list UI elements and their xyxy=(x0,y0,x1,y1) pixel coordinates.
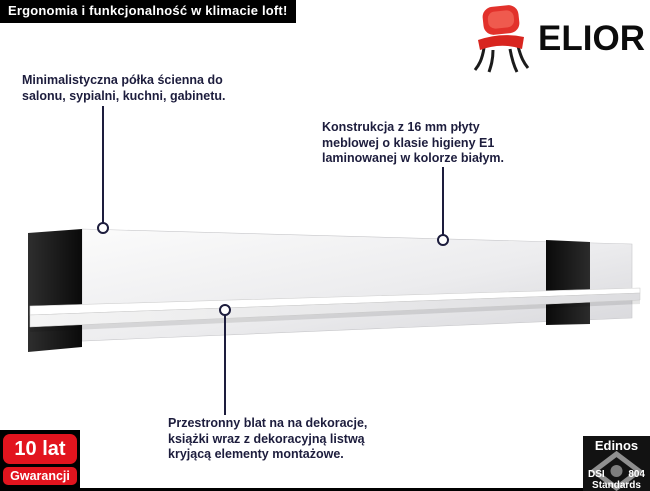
brand-logo: ELIOR xyxy=(472,4,645,74)
callout-dot-3 xyxy=(219,304,231,316)
annotation-line: książki wraz z dekoracyjną listwą xyxy=(168,431,365,446)
annotation-line: laminowanej w kolorze białym. xyxy=(322,151,504,165)
diamond-icon xyxy=(589,451,644,491)
callout-line-3 xyxy=(224,314,226,415)
edinos-number: 804 xyxy=(628,469,645,480)
annotation-line: Konstrukcja z 16 mm płyty xyxy=(322,120,480,134)
callout-dot-2 xyxy=(437,234,449,246)
shelf-left-black-panel xyxy=(28,229,82,352)
annotation-line: Minimalistyczna półka ścienna do xyxy=(22,73,223,87)
annotation-shelf-purpose: Minimalistyczna półka ścienna do salonu,… xyxy=(22,73,226,104)
annotation-line: meblowej o klasie higieny E1 xyxy=(322,135,495,150)
edinos-standards: Standards xyxy=(592,480,641,491)
red-chair-icon xyxy=(472,4,530,74)
edinos-badge: Edinos DSI 804 Standards xyxy=(583,436,650,491)
brand-name: ELIOR xyxy=(538,19,645,58)
annotation-top-surface: Przestronny blat na na dekoracje, książk… xyxy=(168,416,367,463)
top-banner: Ergonomia i funkcjonalność w klimacie lo… xyxy=(0,0,297,23)
annotation-line: salonu, sypialni, kuchni, gabinetu. xyxy=(22,88,226,103)
callout-dot-1 xyxy=(97,222,109,234)
callout-line-2 xyxy=(442,167,444,236)
edinos-dsi: DSI xyxy=(588,469,605,480)
edinos-code-row: DSI 804 xyxy=(583,469,650,480)
annotation-line: Przestronny blat na na dekoracje, xyxy=(168,416,368,430)
annotation-construction: Konstrukcja z 16 mm płyty meblowej o kla… xyxy=(322,120,504,167)
shelf-shadow xyxy=(30,300,640,332)
annotation-line: kryjącą elementy montażowe. xyxy=(168,447,344,461)
warranty-badge: 10 lat Gwarancji xyxy=(0,430,80,491)
shelf-board-front xyxy=(29,292,641,328)
shelf-right-black-panel xyxy=(546,240,590,325)
warranty-label: Gwarancji xyxy=(3,467,77,485)
bottom-divider xyxy=(0,488,650,491)
edinos-emblem: DSI 804 Standards xyxy=(583,451,650,491)
callout-line-1 xyxy=(102,106,104,224)
warranty-years: 10 lat xyxy=(3,434,77,464)
edinos-title: Edinos xyxy=(594,438,639,453)
